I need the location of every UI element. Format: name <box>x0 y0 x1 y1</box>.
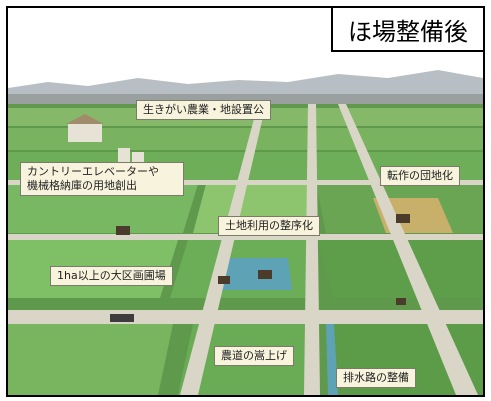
farmland-illustration <box>8 8 483 395</box>
distant-town <box>8 94 483 104</box>
label-rotation: 転作の団地化 <box>380 166 460 186</box>
roads <box>8 104 483 395</box>
label-elevator-line1: カントリーエレベーターや <box>27 165 159 178</box>
label-living: 生きがい農業・地設置公 <box>136 100 271 120</box>
tractors <box>110 214 410 322</box>
illustration-frame: ほ場整備後 生きがい農業・地設置公 カントリーエレベーターや 機械格納庫の用地創… <box>6 6 485 397</box>
label-drainage: 排水路の整備 <box>336 368 416 388</box>
middle-fields <box>8 184 483 298</box>
label-large-parcel: 1ha以上の大区画圃場 <box>50 266 173 286</box>
page-title: ほ場整備後 <box>331 8 483 52</box>
label-road: 農道の嵩上げ <box>214 346 294 366</box>
main-farm-road <box>8 310 483 324</box>
flooded-field <box>213 258 292 290</box>
label-elevator: カントリーエレベーターや 機械格納庫の用地創出 <box>20 162 184 196</box>
mountains <box>8 70 483 100</box>
label-elevator-line2: 機械格納庫の用地創出 <box>27 179 137 192</box>
label-landuse: 土地利用の整序化 <box>218 216 320 236</box>
drainage-channel <box>326 324 338 395</box>
